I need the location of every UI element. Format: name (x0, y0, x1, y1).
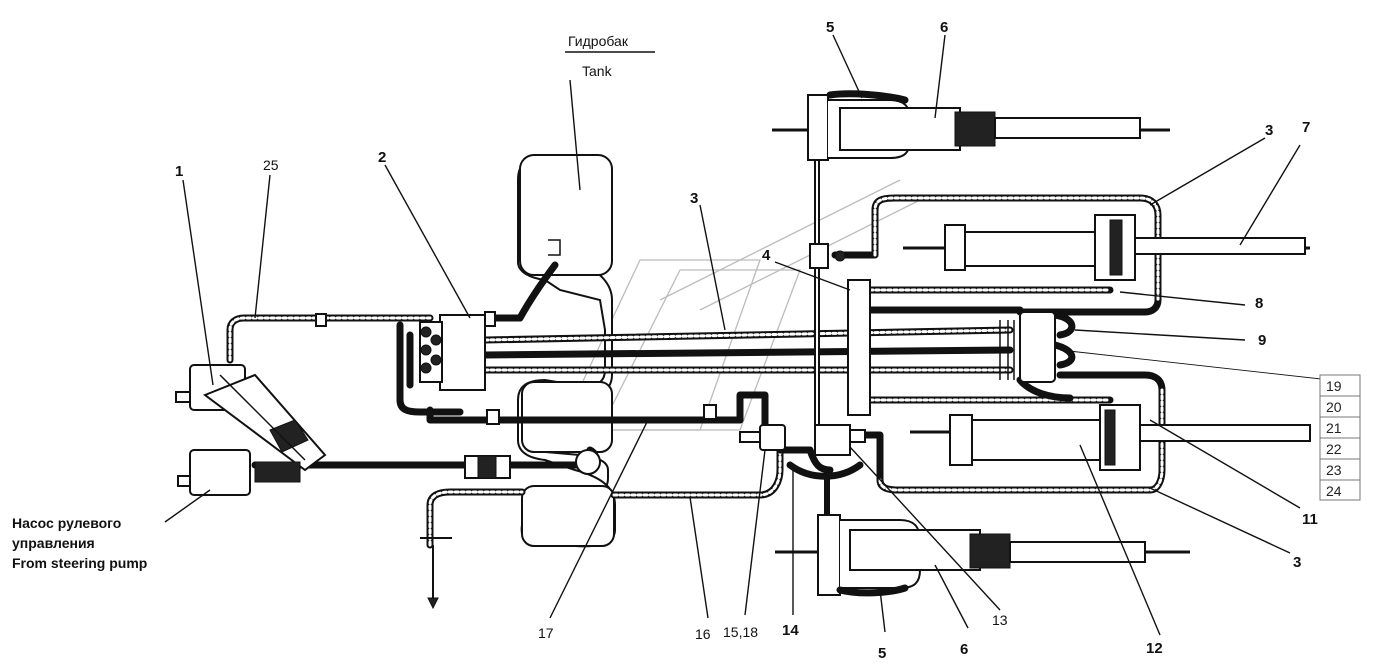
component-2-valve (315, 311, 717, 425)
callout-6-top: 6 (940, 19, 948, 36)
component-pump-bottom (177, 449, 601, 496)
tank-label-en: Tank (582, 63, 613, 79)
pump-caption-line3: From steering pump (12, 555, 147, 571)
box-number-21: 21 (1326, 420, 1342, 436)
number-box-stack (1319, 374, 1361, 501)
callout-9: 9 (1258, 332, 1266, 349)
callout-4: 4 (762, 247, 771, 264)
cylinder-right-upper (903, 214, 1310, 281)
callout-6-bottom: 6 (960, 641, 968, 658)
box-number-20: 20 (1326, 399, 1342, 415)
tank (517, 154, 616, 548)
inlet-arrow (420, 537, 452, 610)
component-9-stack (999, 311, 1056, 383)
component-4-manifold (809, 243, 871, 416)
callout-17: 17 (538, 625, 554, 641)
pump-caption-line1: Насос рулевого (12, 515, 121, 531)
box-number-24: 24 (1326, 483, 1342, 499)
tank-label-ru: Гидробак (568, 33, 629, 49)
callout-13: 13 (992, 612, 1008, 628)
component-1-pump (175, 364, 327, 472)
callout-8: 8 (1255, 295, 1263, 312)
callout-12: 12 (1146, 640, 1163, 657)
callout-7: 7 (1302, 119, 1310, 136)
box-number-19: 19 (1326, 378, 1342, 394)
background-watermark (558, 179, 921, 431)
cylinder-bottom (775, 514, 1190, 597)
cylinder-right-lower (910, 404, 1311, 471)
callout-2: 2 (378, 149, 386, 166)
tank-leader (569, 79, 581, 191)
pipe-network (226, 150, 1166, 549)
box-number-22: 22 (1326, 441, 1342, 457)
callout-3a: 3 (690, 190, 698, 207)
cylinder-top (772, 90, 1170, 161)
callout-5-bottom: 5 (878, 645, 886, 662)
box-number-23: 23 (1326, 462, 1342, 478)
leader-lines (164, 34, 1349, 636)
callout-3b: 3 (1265, 122, 1273, 139)
component-13-block (739, 424, 866, 456)
callout-16: 16 (695, 626, 711, 642)
callout-1: 1 (175, 163, 183, 180)
callout-11: 11 (1302, 511, 1318, 528)
callout-25: 25 (263, 157, 279, 173)
callout-14: 14 (782, 622, 799, 639)
callout-5-top: 5 (826, 19, 834, 36)
callout-3c: 3 (1293, 554, 1301, 571)
callout-15-18: 15,18 (723, 624, 758, 640)
pump-caption-line2: управления (12, 535, 95, 551)
